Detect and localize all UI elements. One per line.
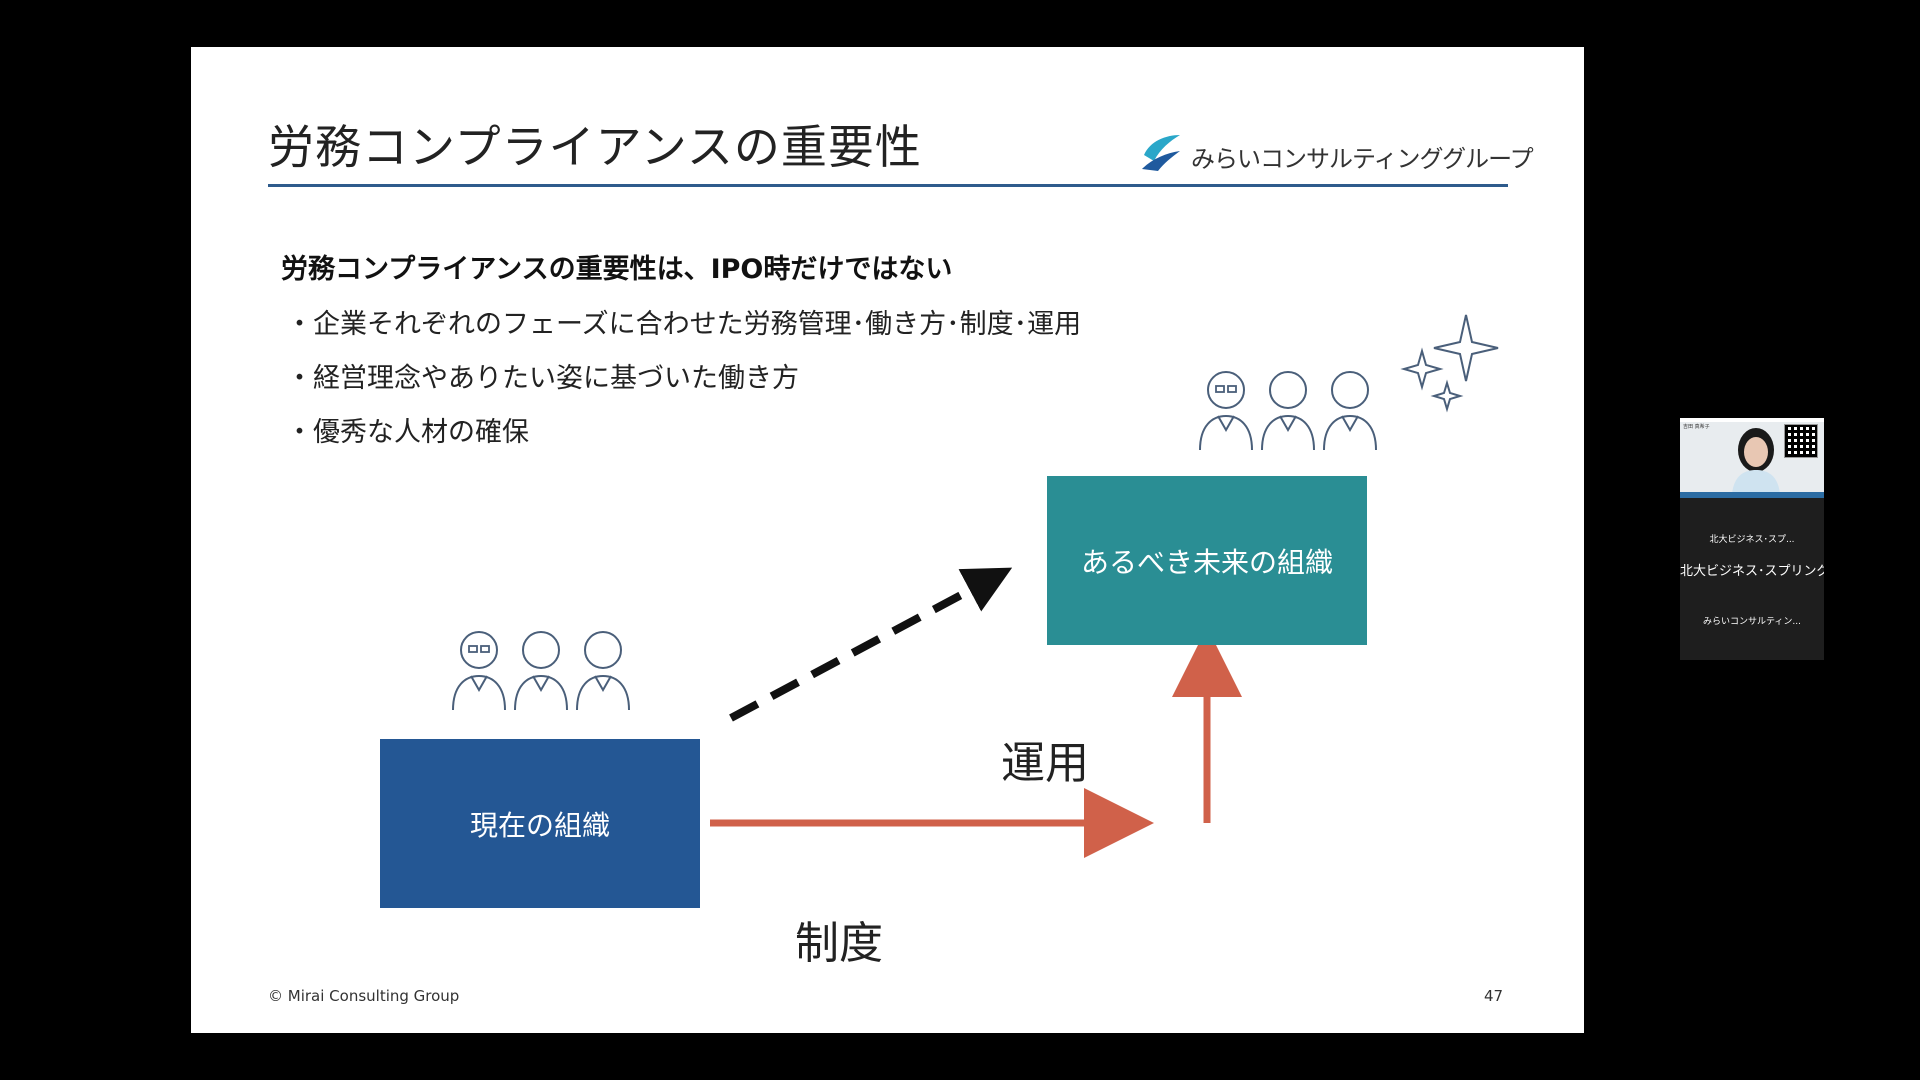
company-logo: みらいコンサルティンググループ [1136, 127, 1534, 177]
diagram-overlay [452, 314, 1499, 858]
sparkle-icon [1400, 314, 1499, 413]
logo-icon [1142, 135, 1180, 171]
operation-label: 運用 [1001, 738, 1089, 789]
current-organization-label: 現在の組織 [469, 808, 610, 842]
logo-text: みらいコンサルティンググループ [1191, 145, 1534, 173]
participant-avatar [1732, 428, 1780, 494]
slide-heading: 労務コンプライアンスの重要性は、IPO時だけではない [281, 254, 953, 285]
participant-panel[interactable]: 吉田 真希子 北大ビジネス･スプ... 北大ビジネス･スプリング みらいコンサル… [1680, 418, 1824, 660]
thumb-bottombar [1680, 492, 1824, 498]
participant-name-3[interactable]: みらいコンサルティン... [1702, 617, 1802, 627]
people-icon [452, 631, 630, 711]
thumb-topbar [1680, 418, 1824, 422]
participant-name-2[interactable]: 北大ビジネス･スプリング [1680, 564, 1824, 579]
title-divider [268, 184, 1508, 187]
thumb-name-text: 吉田 真希子 [1683, 424, 1710, 430]
bullet-item: ・経営理念やありたい姿に基づいた働き方 [286, 363, 799, 394]
slide-title: 労務コンプライアンスの重要性 [268, 120, 922, 174]
future-organization-box: あるべき未来の組織 [1047, 476, 1367, 645]
qr-code [1784, 424, 1818, 458]
copyright-footer: © Mirai Consulting Group [268, 987, 460, 1005]
system-label: 制度 [795, 918, 883, 969]
future-organization-label: あるべき未来の組織 [1080, 545, 1333, 579]
participant-video[interactable]: 吉田 真希子 [1680, 418, 1824, 498]
participant-name-1[interactable]: 北大ビジネス･スプ... [1709, 535, 1795, 545]
current-organization-box: 現在の組織 [380, 739, 700, 908]
bullet-item: ・企業それぞれのフェーズに合わせた労務管理･働き方･制度･運用 [286, 309, 1082, 340]
people-icon [1199, 371, 1377, 451]
bullet-item: ・優秀な人材の確保 [286, 417, 529, 448]
dashed-arrow [729, 567, 1013, 722]
page-number: 47 [1484, 987, 1504, 1005]
slide: 労務コンプライアンスの重要性 みらいコンサルティンググループ 労務コンプライアン… [191, 47, 1584, 1033]
